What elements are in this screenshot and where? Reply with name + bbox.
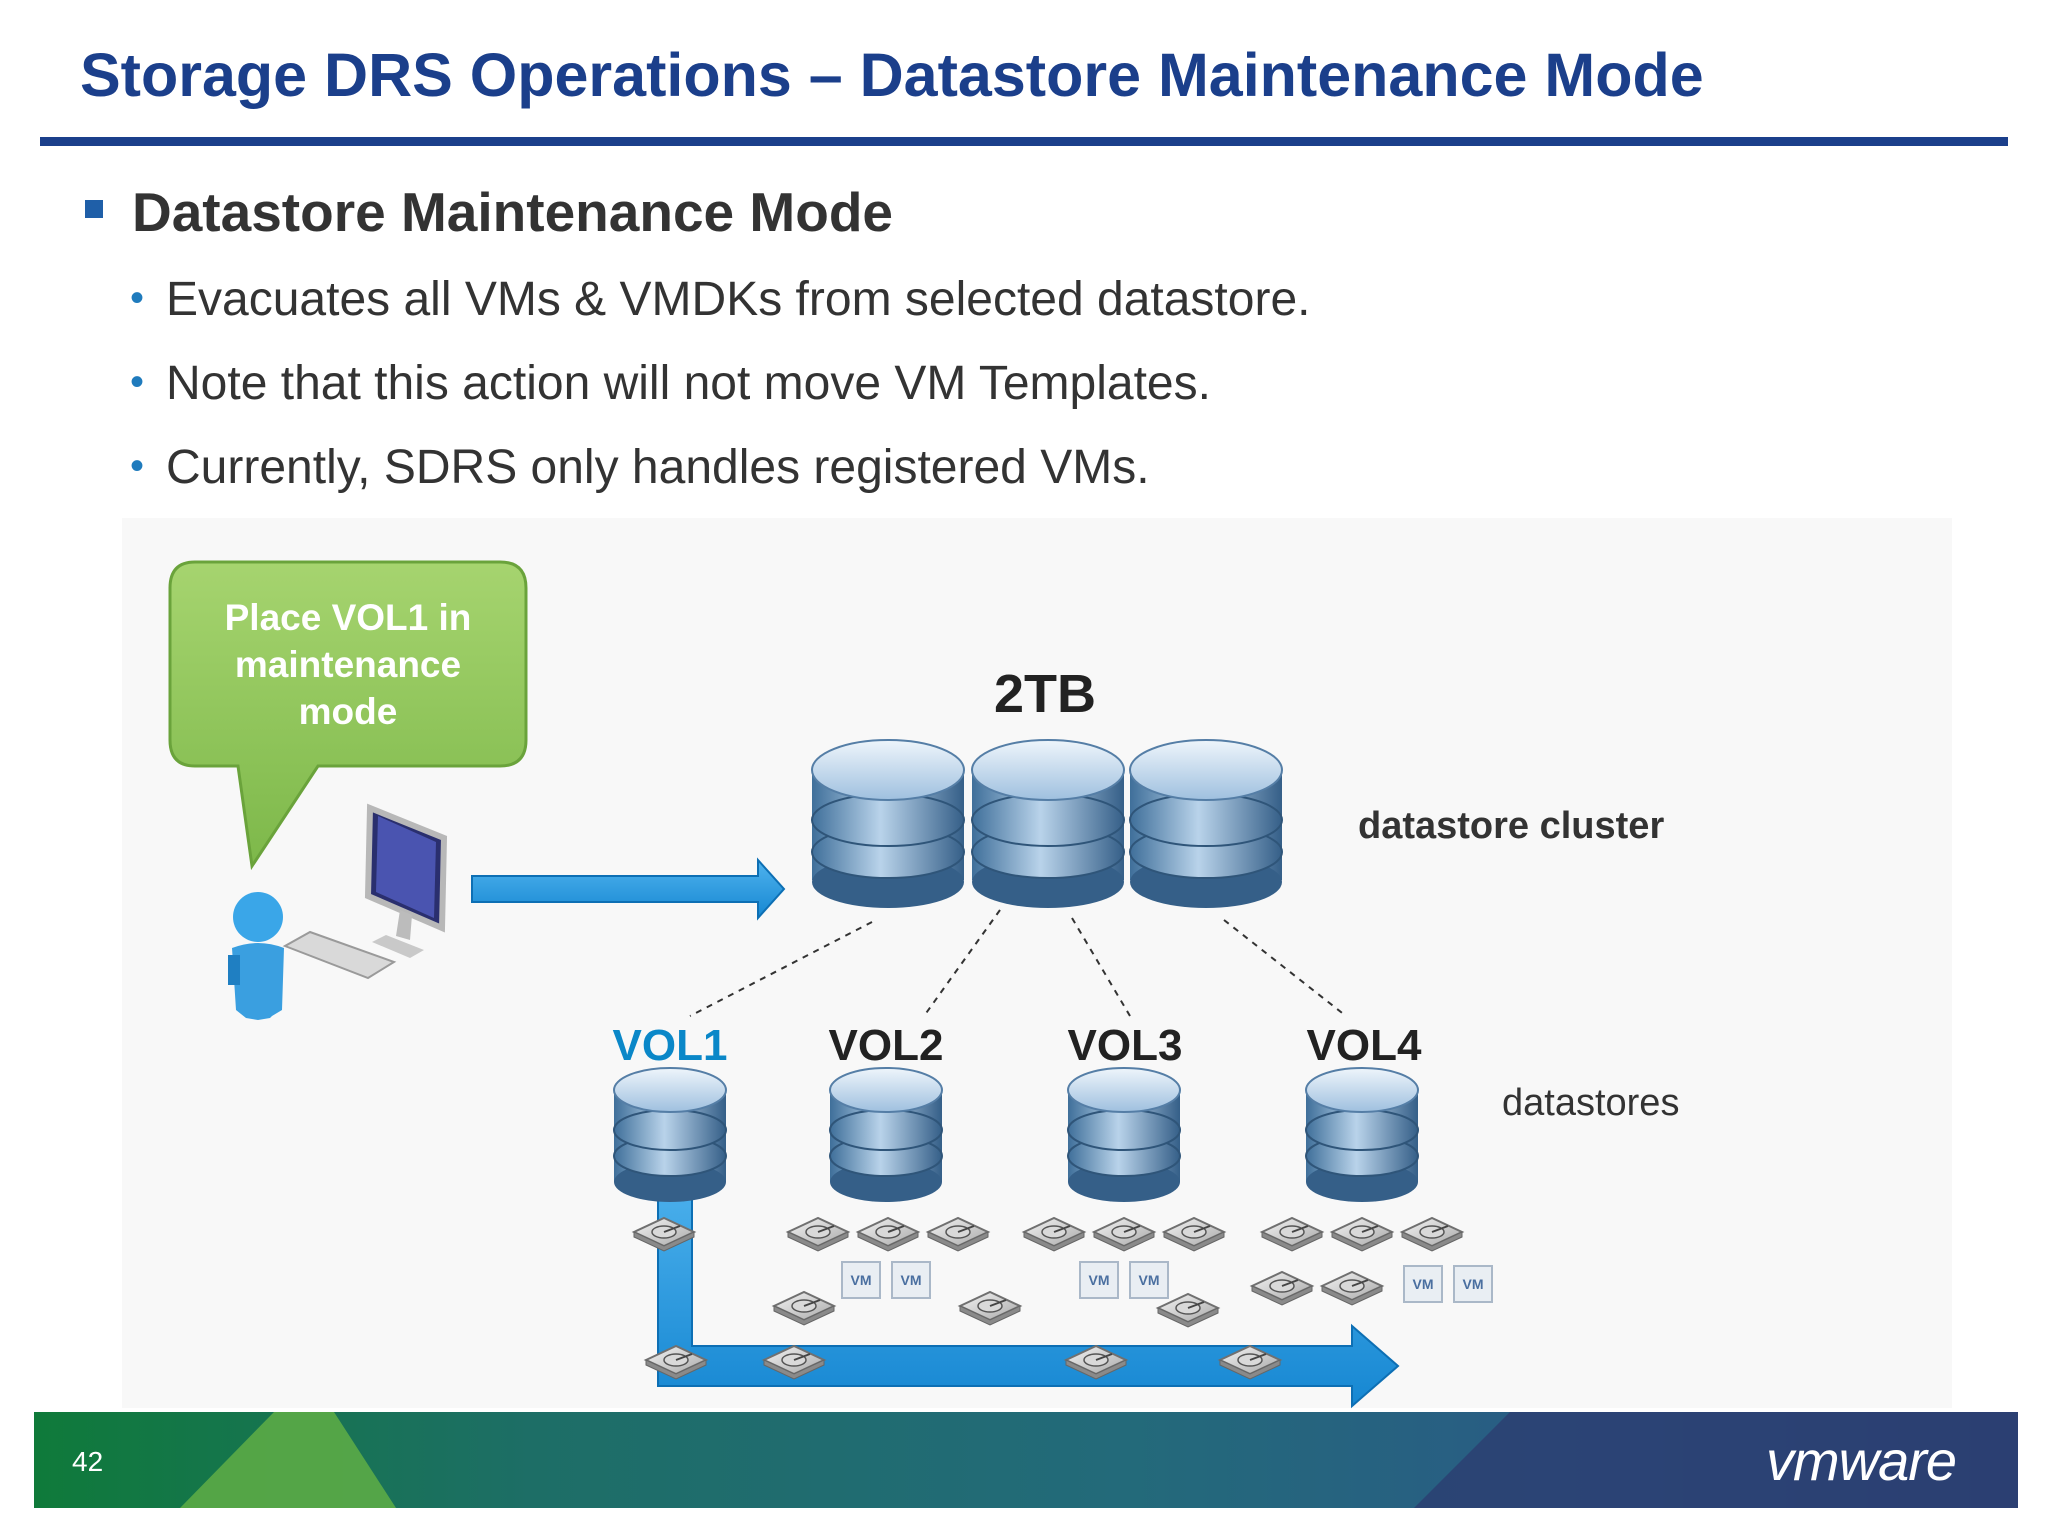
- bullet-item: • Note that this action will not move VM …: [130, 356, 1211, 411]
- vmdk-drive-icon: [1093, 1217, 1155, 1252]
- user-icon: [228, 892, 284, 1020]
- volume-label-vol4: VOL4: [1307, 1021, 1422, 1070]
- bullet-dot-icon: •: [130, 276, 145, 320]
- vmdk-drive-icon: [1401, 1217, 1463, 1252]
- vmware-logo: vmware: [1766, 1429, 1957, 1492]
- evacuation-arrow: [657, 1167, 1400, 1409]
- bullet-square-icon: [85, 200, 103, 218]
- computer-icon: [282, 803, 448, 980]
- vmdk-drive-icon: [927, 1217, 989, 1252]
- title-rule: [40, 137, 2008, 146]
- vmdk-drive-icon: [1261, 1217, 1323, 1252]
- vm-badge-label: VM: [1139, 1272, 1160, 1288]
- vmdk-drive-icon: [857, 1217, 919, 1252]
- bullet-item: • Evacuates all VMs & VMDKs from selected…: [130, 272, 1310, 327]
- datastores-label: datastores: [1502, 1082, 1679, 1124]
- vmdk-drive-icon: [1163, 1217, 1225, 1252]
- volume-label-vol1: VOL1: [613, 1021, 728, 1070]
- vm-badge: VM: [1129, 1261, 1169, 1299]
- vm-badge-label: VM: [1089, 1272, 1110, 1288]
- vmdk-drive-icon: [1023, 1217, 1085, 1252]
- vmdk-drive-icon: [787, 1217, 849, 1252]
- bullet-text: Evacuates all VMs & VMDKs from selected …: [166, 273, 1311, 326]
- volume-label-vol2: VOL2: [829, 1021, 944, 1070]
- footer-decoration: [180, 1412, 2018, 1508]
- vmdk-drive-icon: [1331, 1217, 1393, 1252]
- page-number: 42: [72, 1446, 104, 1477]
- volume-label-vol3: VOL3: [1068, 1021, 1183, 1070]
- bullet-text: Note that this action will not move VM T…: [166, 357, 1211, 410]
- callout-bubble: Place VOL1 in maintenance mode: [168, 560, 528, 871]
- action-arrow: [471, 857, 786, 921]
- datastore-disk-icon: [1067, 1067, 1181, 1203]
- callout-line: Place VOL1 in: [225, 597, 472, 638]
- vmdk-drive-icon: [773, 1291, 835, 1326]
- vm-badge: VM: [841, 1261, 881, 1299]
- cluster-connector-lines: [689, 909, 1347, 1017]
- vm-badge-label: VM: [851, 1272, 872, 1288]
- vmdk-drive-icon: [1321, 1271, 1383, 1306]
- vm-badge-label: VM: [1463, 1276, 1484, 1292]
- vm-badge-label: VM: [901, 1272, 922, 1288]
- bullet-dot-icon: •: [130, 360, 145, 404]
- datastore-disk-icon: [1305, 1067, 1419, 1203]
- capacity-label: 2TB: [994, 664, 1096, 724]
- section-heading: Datastore Maintenance Mode: [132, 181, 894, 243]
- vm-badge: VM: [1403, 1265, 1443, 1303]
- callout-line: mode: [299, 691, 398, 732]
- callout-line: maintenance: [235, 644, 461, 685]
- vm-badge: VM: [1079, 1261, 1119, 1299]
- vmdk-drive-icon: [959, 1291, 1021, 1326]
- bullet-dot-icon: •: [130, 444, 145, 488]
- cluster-disk-icon: [811, 739, 965, 909]
- vm-badge: VM: [891, 1261, 931, 1299]
- vmdk-drive-icon: [1251, 1271, 1313, 1306]
- cluster-label: datastore cluster: [1358, 805, 1664, 847]
- datastore-disk-icon: [829, 1067, 943, 1203]
- slide-title: Storage DRS Operations – Datastore Maint…: [80, 41, 1704, 109]
- cluster-disk-icon: [1129, 739, 1283, 909]
- bullet-item: • Currently, SDRS only handles registered…: [130, 440, 1150, 495]
- footer-band: [34, 1412, 2018, 1508]
- cluster-disk-icon: [971, 739, 1125, 909]
- vm-badge-label: VM: [1413, 1276, 1434, 1292]
- bullet-text: Currently, SDRS only handles registered …: [166, 441, 1150, 494]
- datastore-disk-icon: [613, 1067, 727, 1203]
- vm-badge: VM: [1453, 1265, 1493, 1303]
